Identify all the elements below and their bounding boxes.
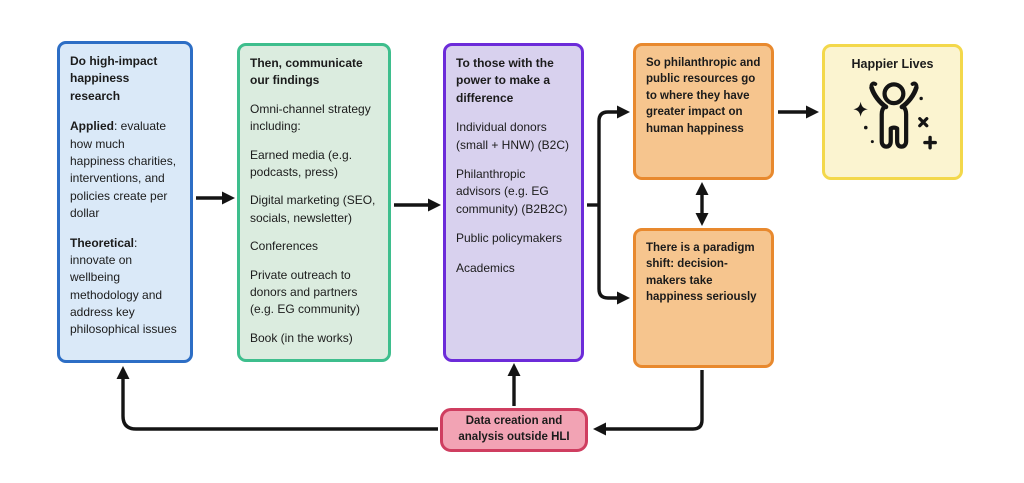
resources-box: So philanthropic and public resources go…: [633, 43, 774, 180]
communicate-item: Conferences: [250, 239, 319, 254]
paradigm-box-title: There is a paradigm shift: decision-make…: [646, 242, 757, 304]
arrow-research-to-communicate: [196, 191, 235, 205]
audience-item: Philanthropic advisors (e.g. EG communit…: [456, 166, 568, 216]
audience-item: Public policymakers: [456, 231, 563, 246]
research-box-title: Do high-impact happiness research: [70, 54, 158, 103]
audience-item: Individual donors (small + HNW) (B2C): [456, 120, 569, 152]
sparkle-dot-icon: [863, 125, 868, 130]
audience-box-title: To those with the power to make a differ…: [456, 56, 554, 105]
communicate-box: Then, communicate our findings Omni-chan…: [237, 43, 391, 362]
sparkle-plus-icon: [922, 135, 937, 150]
happier-person-icon: [852, 81, 937, 150]
resources-box-title: So philanthropic and public resources go…: [646, 57, 761, 135]
audience-box: To those with the power to make a differ…: [443, 43, 584, 362]
outside-data-box: Data creation and analysis outside HLI: [440, 408, 588, 452]
sparkle-dot-icon: [918, 96, 923, 101]
research-box: Do high-impact happiness research Applie…: [57, 41, 193, 363]
communicate-box-title: Then, communicate our findings: [250, 56, 363, 88]
sparkle-dot-icon: [870, 140, 874, 144]
arrow-resources-to-happier: [778, 105, 819, 119]
arrow-outside-data-to-research: [116, 366, 438, 431]
happier-lives-box: Happier Lives: [822, 44, 963, 180]
communicate-item: Omni-channel strategy including:: [250, 101, 371, 134]
sparkle-star-icon: [852, 101, 868, 117]
arrow-communicate-to-audience: [394, 198, 441, 212]
sparkle-x-icon: [917, 117, 928, 128]
communicate-item: Earned media (e.g. podcasts, press): [250, 147, 353, 179]
arrow-resources-paradigm-double: [695, 182, 709, 226]
communicate-item: Digital marketing (SEO, socials, newslet…: [250, 193, 376, 225]
communicate-item: Private outreach to donors and partners …: [250, 267, 361, 317]
audience-item: Academics: [456, 260, 515, 275]
paradigm-box: There is a paradigm shift: decision-make…: [633, 228, 774, 368]
outside-data-title: Data creation and analysis outside HLI: [458, 415, 570, 443]
communicate-item: Book (in the works): [250, 330, 353, 345]
arrow-audience-branch: [587, 105, 630, 305]
research-applied-text: Applied: evaluate how much happiness cha…: [70, 119, 177, 221]
arrow-outside-data-to-audience: [507, 363, 521, 406]
arrow-paradigm-to-outside-data: [593, 370, 704, 436]
happier-lives-title: Happier Lives: [851, 57, 934, 71]
research-theoretical-text: Theoretical: innovate on wellbeing metho…: [70, 235, 177, 337]
